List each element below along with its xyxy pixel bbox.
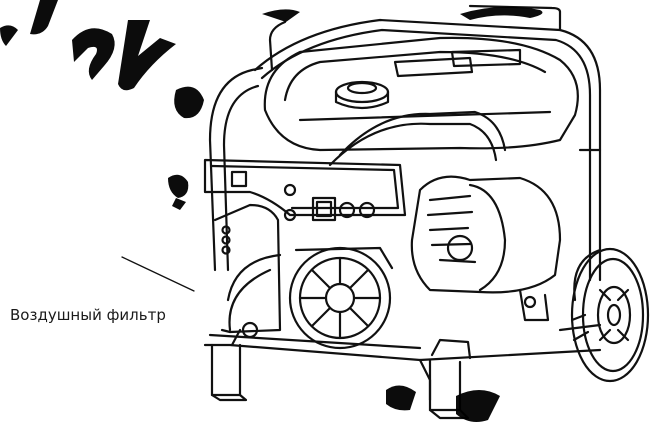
fuel-tank (263, 36, 579, 152)
frame-front (208, 66, 602, 272)
watermark (0, 0, 543, 422)
recoil-starter (288, 246, 394, 350)
control-panel (203, 158, 407, 222)
air-filter-housing (213, 203, 282, 339)
support-foot-left (210, 343, 248, 402)
base-frame (203, 323, 602, 402)
engine (410, 175, 562, 322)
fuel-cap (334, 80, 390, 110)
air-filter-label: Воздушный фильтр (10, 306, 166, 324)
callout-leader-line (121, 256, 195, 292)
wheel (570, 247, 650, 383)
